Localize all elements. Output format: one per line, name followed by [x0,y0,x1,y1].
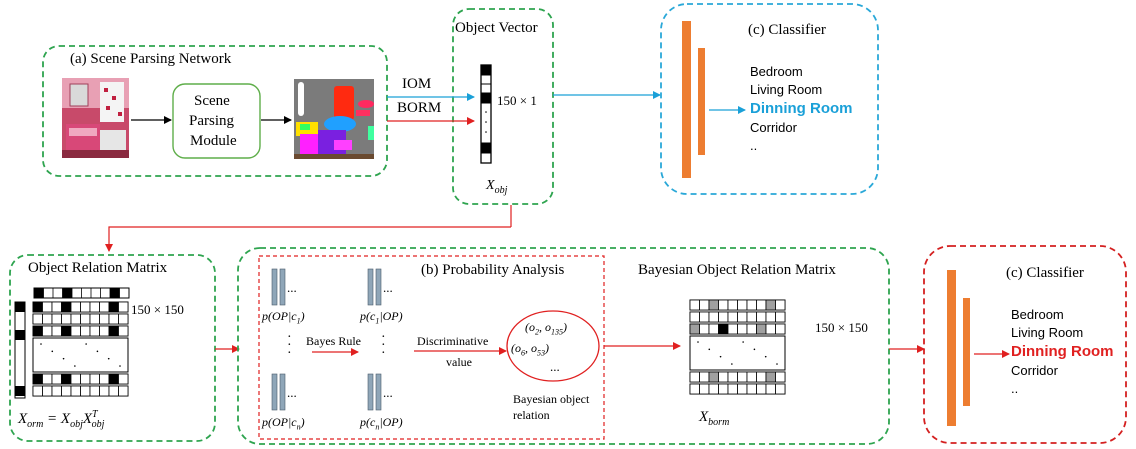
classifier-top-item: Living Room [750,82,823,97]
classifier-top-list: Bedroom Living Room Dinning Room Corrido… [750,63,852,155]
classifier-bottom-item-highlight: Dinning Room [1011,343,1114,360]
object-vector-box [452,8,554,205]
object-vector-group [452,8,554,227]
p-ocn-label: p(OP|cn) [262,415,305,432]
classifier-bottom-title: (c) Classifier [1006,265,1084,281]
dots-cno: ... [383,385,393,400]
object-relation-matrix [9,254,216,442]
matrix-row [32,301,129,313]
bayes-orm-title: Bayesian Object Relation Matrix [638,262,836,278]
object-vector-dims: 150 × 1 [497,93,537,108]
discriminative-label: Discriminative [417,334,489,348]
matrix-row [689,383,786,395]
module-label-1: Scene [194,93,230,109]
classifier-top [660,3,879,195]
dots-c1o: ... [383,280,393,295]
prob-bars-cno [367,373,382,411]
matrix-row [32,385,129,397]
dots-ocn: ... [287,385,297,400]
classifier-top-bar-2 [698,48,705,155]
prob-bars-c1o [367,268,382,306]
pairs-ellipse [506,310,600,382]
classifier-bottom-item: .. [1011,381,1019,396]
prob-bars-ocn [271,373,286,411]
classifier-bottom [923,245,1127,444]
p-cno-label: p(cn|OP) [360,415,403,432]
orm-formula: Xorm = XobjXTobj [18,409,105,430]
scene-parsing-network [42,45,388,177]
orm-side-column [14,301,26,399]
object-vector-var: Xobj [486,178,508,196]
value-label: value [446,355,472,369]
iom-label: IOM [402,76,432,92]
module-label-3: Module [190,133,237,149]
pairs-ellipsis: ... [550,359,560,374]
borm-section-box [237,247,890,445]
scene-parsing-title: (a) Scene Parsing Network [70,51,232,67]
borm-matrix-grid [689,299,786,395]
vdots-left: ··· [287,330,292,361]
classifier-top-item: .. [750,138,758,153]
classifier-top-item-highlight: Dinning Room [750,100,853,117]
p-oc1-label: p(OP|c1) [262,309,305,326]
classifier-bottom-bar-1 [947,270,956,426]
p-c1o-label: p(c1|OP) [360,309,403,326]
segmentation-output-image [294,79,374,159]
matrix-row [689,323,786,335]
matrix-row [689,299,786,311]
classifier-bottom-bar-2 [963,298,970,406]
object-vector-title: Object Vector [455,20,538,36]
matrix-row [32,325,129,337]
classifier-bottom-item: Bedroom [1011,307,1064,322]
classifier-top-title: (c) Classifier [748,22,826,38]
prob-bars-oc1 [271,268,286,306]
prob-analysis-title: (b) Probability Analysis [421,262,565,278]
orm-header-row [33,287,130,299]
borm-section [237,247,890,445]
scene-parsing-box [42,45,388,177]
vdots-right: ··· [381,330,386,361]
classifier-top-item: Bedroom [750,64,803,79]
pair-1: (o2, o135) [525,320,567,337]
orm-matrix-grid [14,287,130,399]
orm-box [9,254,216,442]
orm-dims: 150 × 150 [131,302,184,317]
bayes-rule-label: Bayes Rule [306,334,361,348]
classifier-top-box [660,3,879,195]
matrix-row [689,311,786,323]
classifier-top-bar-1 [682,21,691,178]
borm-label: BORM [397,100,442,116]
dots-oc1: ... [287,280,297,295]
matrix-row [32,373,129,385]
orm-title: Object Relation Matrix [28,260,168,276]
classifier-bottom-list: Bedroom Living Room Dinning Room Corrido… [1011,306,1113,398]
borm-dims: 150 × 150 [815,320,868,335]
matrix-row [689,335,786,371]
arrow-vector-to-orm [105,226,511,252]
borm-var: Xborm [699,409,730,428]
classifier-bottom-box [923,245,1127,444]
matrix-row [32,337,129,373]
matrix-row [32,313,129,325]
matrix-row [689,371,786,383]
probability-analysis-box [258,255,605,440]
scene-parsing-module-box [172,83,261,159]
bayes-object-label-2: relation [513,408,550,422]
bayes-object-label-1: Bayesian object [513,392,590,406]
module-label-2: Parsing [189,113,234,129]
object-vector-column [480,64,492,164]
classifier-bottom-item: Living Room [1011,325,1084,340]
pair-2: (o6, o53) [511,341,549,358]
classifier-bottom-item: Corridor [1011,363,1058,378]
input-scene-image [62,78,129,158]
classifier-top-item: Corridor [750,120,797,135]
